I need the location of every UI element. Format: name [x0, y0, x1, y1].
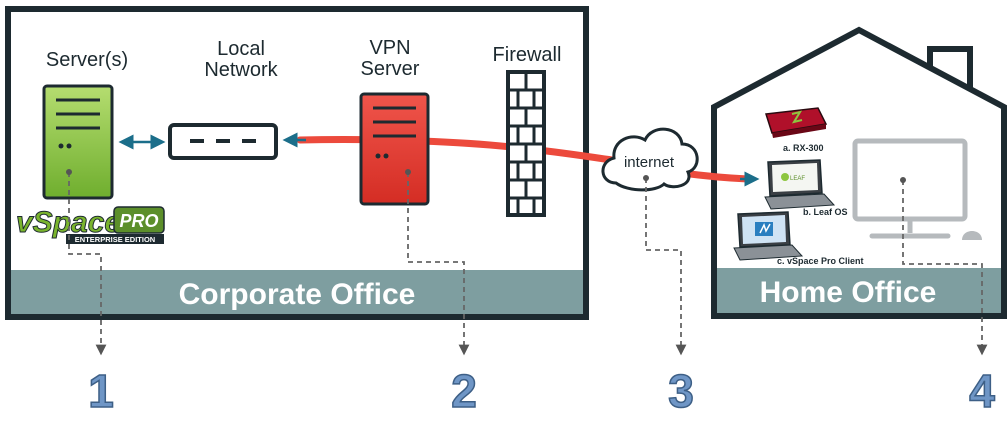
- server-icon: [42, 84, 114, 200]
- device-c-label: c. vSpace Pro Client: [777, 256, 864, 266]
- device-a-label: a. RX-300: [783, 143, 824, 153]
- marker-2: 2: [451, 365, 477, 417]
- callout-dot-4: [900, 177, 906, 183]
- vspace-pro-logo: vSpace PRO ENTERPRISE EDITION: [16, 206, 165, 244]
- svg-text:PRO: PRO: [119, 211, 158, 231]
- rx300-device-icon: [765, 107, 828, 138]
- local-network-label-line2: Network: [204, 59, 278, 81]
- corporate-office-band: [11, 270, 583, 314]
- mouse-icon: [962, 231, 982, 240]
- marker-3: 3: [668, 365, 694, 417]
- vpn-server-icon: [359, 92, 430, 206]
- local-network-switch-icon: [168, 123, 278, 160]
- monitor-icon: [852, 138, 982, 240]
- vspace-client-laptop-icon: [733, 211, 804, 261]
- firewall-label: Firewall: [493, 44, 562, 66]
- internet-label: internet: [624, 154, 675, 171]
- device-b-label: b. Leaf OS: [803, 207, 848, 217]
- marker-4: 4: [969, 365, 995, 417]
- svg-text:LEAF: LEAF: [790, 176, 805, 182]
- marker-1: 1: [88, 365, 114, 417]
- vpn-server-label-line2: Server: [361, 58, 420, 80]
- callout-dot-1: [66, 169, 72, 175]
- callout-dot-3: [643, 175, 649, 181]
- corporate-office-label: Corporate Office: [179, 278, 416, 311]
- local-network-label-line1: Local: [217, 38, 265, 60]
- callout-dot-2: [405, 169, 411, 175]
- vpn-server-label-line1: VPN: [369, 37, 410, 59]
- leaf-os-laptop-icon: LEAF: [764, 159, 836, 210]
- firewall-icon: [506, 70, 546, 217]
- callout-leaders: [68, 172, 988, 356]
- internet-cloud-icon: internet: [601, 127, 699, 192]
- home-office-label: Home Office: [760, 276, 937, 309]
- home-office-band: [717, 268, 1001, 313]
- svg-text:ENTERPRISE EDITION: ENTERPRISE EDITION: [75, 235, 155, 244]
- servers-label: Server(s): [46, 49, 128, 71]
